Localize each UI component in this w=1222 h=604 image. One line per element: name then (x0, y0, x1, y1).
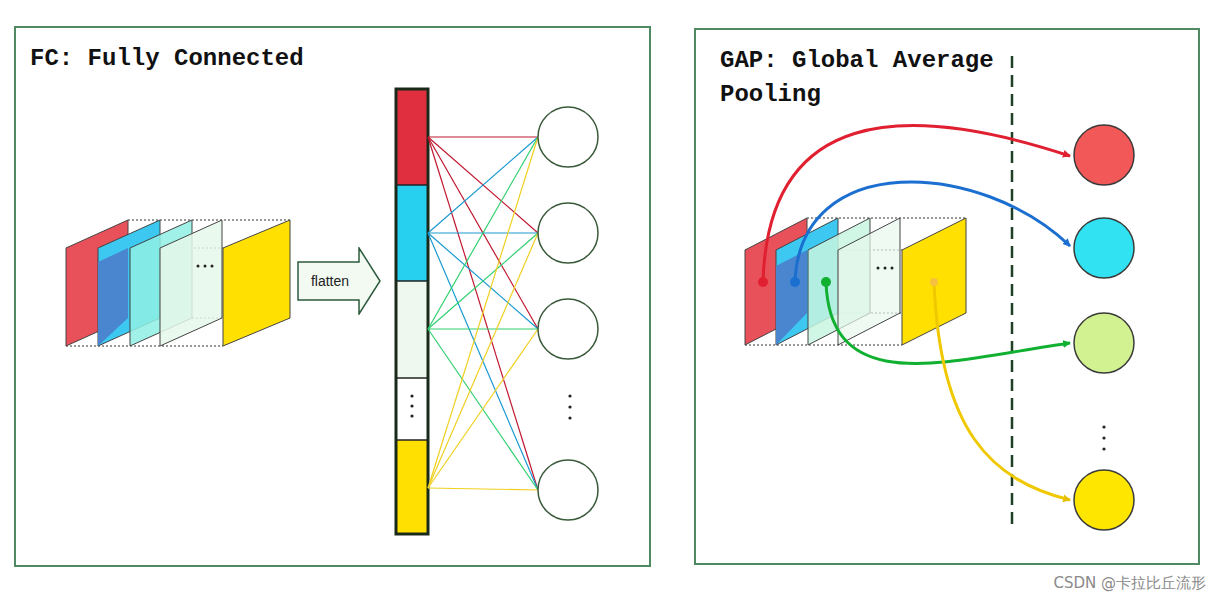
watermark: CSDN @卡拉比丘流形 (1051, 574, 1208, 593)
weight-line (428, 233, 538, 329)
weight-line (428, 137, 538, 233)
weight-line (428, 233, 538, 329)
weight-line (428, 328, 538, 329)
weight-line (428, 329, 538, 490)
weight-line (428, 137, 538, 488)
fc-panel: FC: Fully Connected flatten (14, 26, 651, 567)
divider-line (1011, 56, 1014, 528)
weight-line (428, 137, 538, 233)
panel-title: GAP: Global Average Pooling (720, 44, 1020, 111)
gap-panel: GAP: Global Average Pooling (694, 28, 1200, 565)
panel-title: FC: Fully Connected (30, 42, 590, 76)
weight-line (428, 233, 538, 488)
weight-line (428, 136, 538, 137)
ellipsis-dots (568, 394, 571, 419)
fc-neurons (538, 107, 598, 520)
weight-line (428, 488, 538, 490)
gap-start-dots (758, 277, 938, 287)
weight-line (428, 137, 538, 329)
fc-weights (428, 137, 538, 490)
weight-line (428, 329, 538, 488)
feature-stack-gap (745, 218, 966, 345)
weight-line (428, 137, 538, 329)
ellipsis-dots (1102, 425, 1105, 450)
feature-stack-fc (66, 220, 290, 346)
arrow-label: flatten (311, 273, 349, 289)
gap-arrows (763, 126, 1070, 500)
arrow-outline (298, 248, 380, 314)
flatten-arrow: flatten (297, 247, 381, 315)
weight-line (428, 233, 538, 490)
flattened-vector (396, 89, 428, 534)
gap-outputs (1074, 125, 1134, 530)
weight-line (428, 137, 538, 490)
